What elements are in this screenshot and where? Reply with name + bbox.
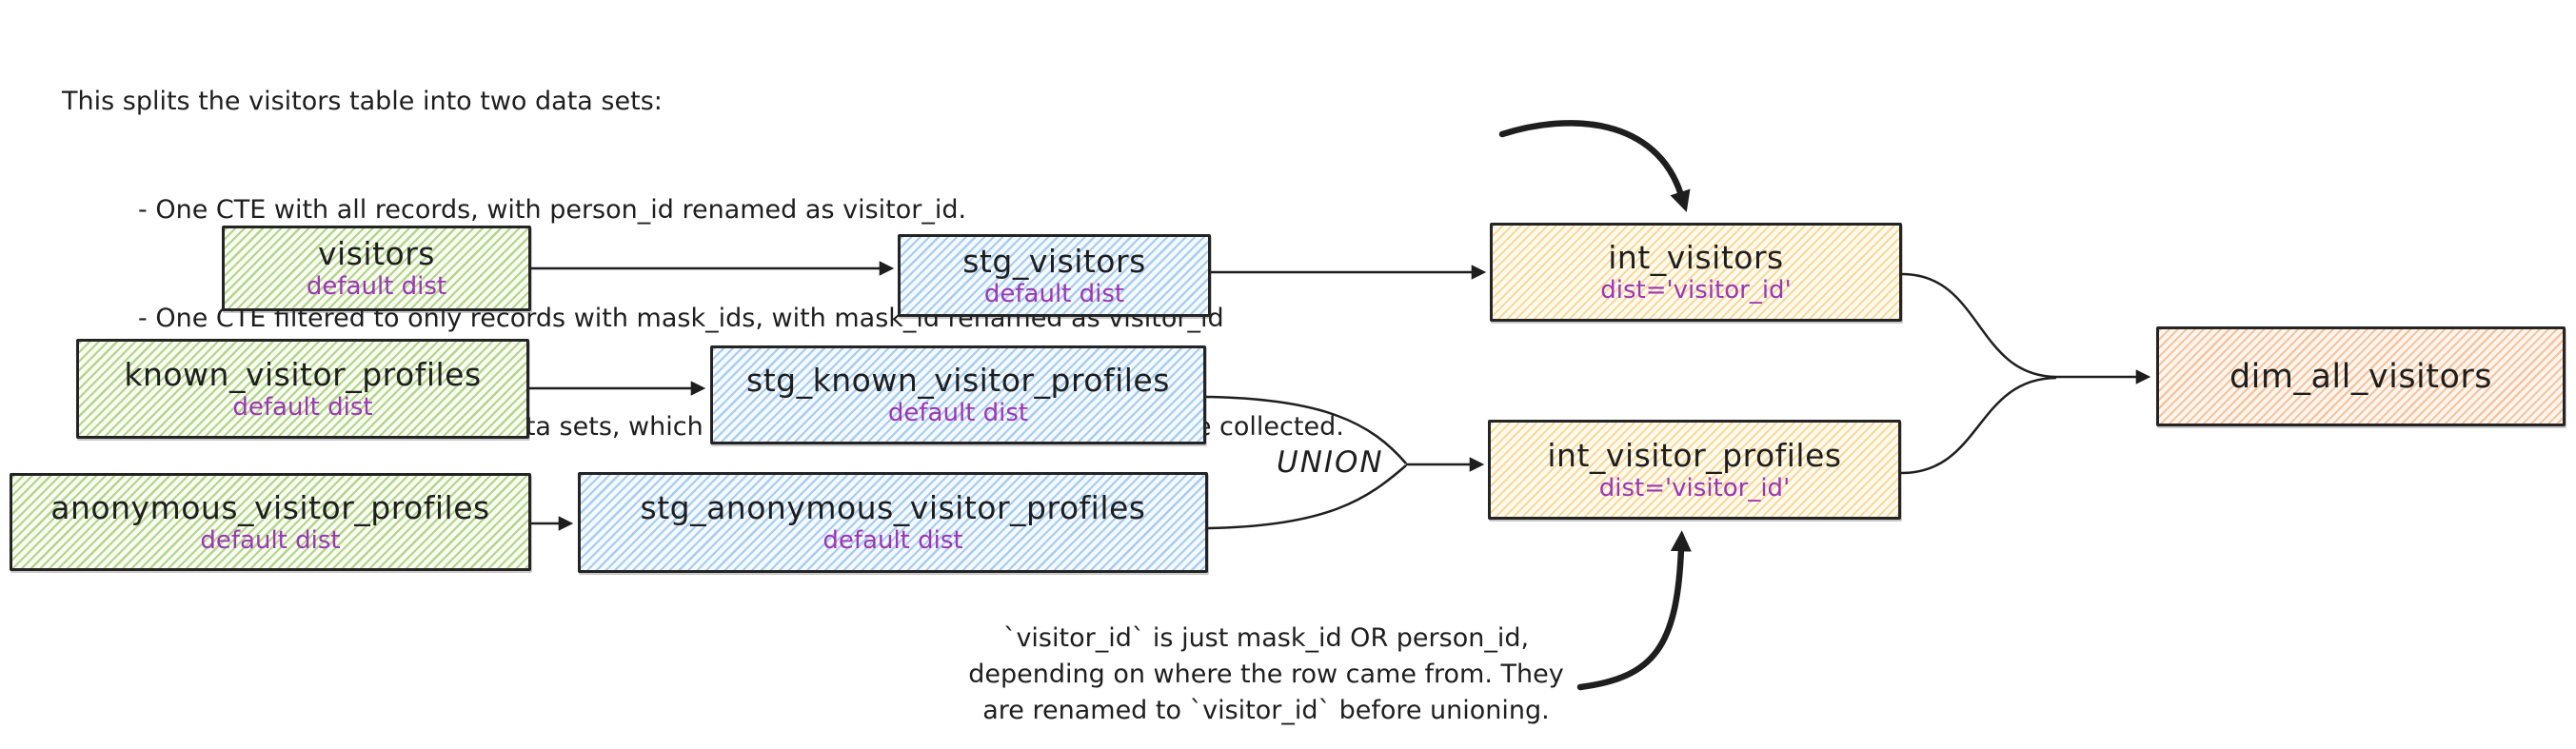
bottom-annotation-line: are renamed to `visitor_id` before union… — [982, 696, 1550, 725]
node-dist-label: dist='visitor_id' — [1600, 276, 1792, 305]
node-label: stg_known_visitor_profiles — [746, 362, 1170, 399]
node-dist-label: dist='visitor_id' — [1598, 473, 1791, 503]
node-label: dim_all_visitors — [2229, 357, 2493, 396]
node-label: anonymous_visitor_profiles — [50, 488, 490, 526]
node-label: visitors — [318, 235, 435, 272]
node-dist-label: default dist — [887, 399, 1029, 427]
node-visitors[interactable]: visitors default dist — [222, 226, 531, 311]
node-dist-label: default dist — [306, 272, 447, 301]
node-dist-label: default dist — [983, 279, 1125, 308]
node-stg-visitors[interactable]: stg_visitors default dist — [898, 234, 1211, 317]
top-annotation-line: - One CTE with all records, with person_… — [138, 195, 967, 225]
node-dist-label: default dist — [200, 525, 341, 555]
bottom-annotation-line: depending on where the row came from. Th… — [968, 660, 1564, 689]
edge-int-visitor-profiles-to-merge — [1900, 376, 2057, 475]
node-label: int_visitors — [1608, 239, 1784, 276]
node-dist-label: default dist — [822, 526, 963, 555]
node-label: stg_anonymous_visitor_profiles — [640, 489, 1146, 526]
node-label: stg_visitors — [962, 242, 1146, 280]
node-label: known_visitor_profiles — [124, 355, 482, 393]
union-label: UNION — [1277, 445, 1384, 480]
node-dist-label: default dist — [232, 392, 373, 422]
bottom-annotation-line: `visitor_id` is just mask_id OR person_i… — [1002, 623, 1530, 653]
node-stg-known-visitor-profiles[interactable]: stg_known_visitor_profiles default dist — [710, 345, 1206, 444]
edge-int-visitors-to-merge — [1901, 272, 2057, 379]
node-int-visitor-profiles[interactable]: int_visitor_profiles dist='visitor_id' — [1488, 420, 1901, 520]
annotation-arrow-top-note-to-int-visitors — [1498, 120, 1691, 212]
node-stg-anonymous-visitor-profiles[interactable]: stg_anonymous_visitor_profiles default d… — [578, 472, 1208, 573]
top-annotation-line: This splits the visitors table into two … — [62, 87, 663, 116]
bottom-annotation: `visitor_id` is just mask_id OR person_i… — [914, 621, 1618, 729]
node-label: int_visitor_profiles — [1547, 436, 1842, 474]
node-anonymous-visitor-profiles[interactable]: anonymous_visitor_profiles default dist — [10, 473, 531, 571]
node-int-visitors[interactable]: int_visitors dist='visitor_id' — [1490, 223, 1902, 322]
node-dim-all-visitors[interactable]: dim_all_visitors — [2156, 326, 2566, 426]
node-known-visitor-profiles[interactable]: known_visitor_profiles default dist — [76, 339, 529, 439]
